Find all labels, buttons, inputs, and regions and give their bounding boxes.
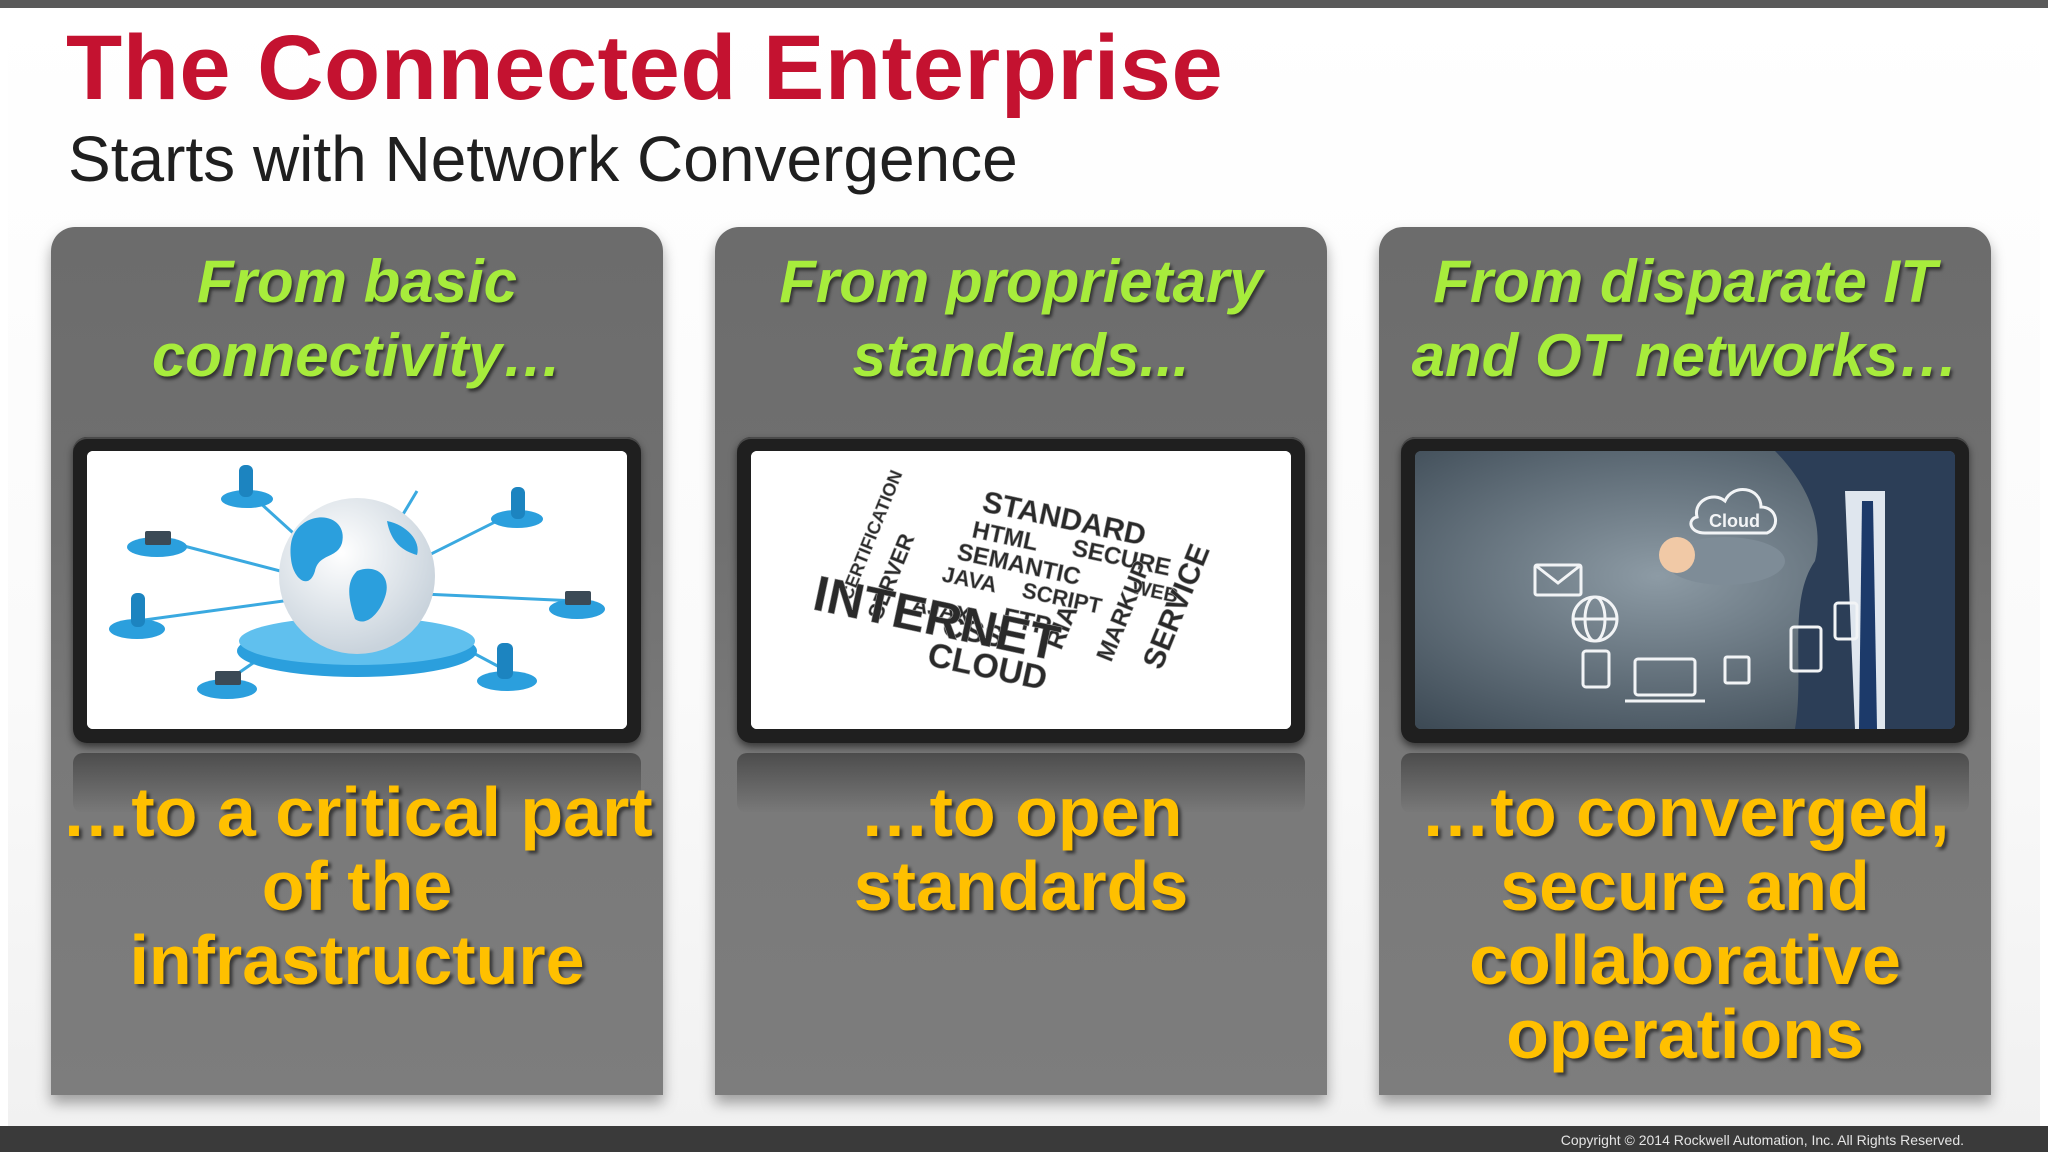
to-line: …to open [859, 773, 1183, 851]
to-line: operations [1506, 995, 1864, 1073]
word-cloud-word: RIA [1039, 600, 1084, 653]
image-reflection [1401, 753, 1969, 813]
copyright-notice: Copyright © 2014 Rockwell Automation, In… [1560, 1132, 1964, 1148]
to-line: …to a critical part [61, 773, 653, 851]
from-line: and OT networks… [1411, 322, 1959, 389]
image-frame: Cloud [1401, 437, 1969, 743]
panel-standards: From proprietary standards... STANDARD H… [715, 227, 1327, 1095]
from-line: From basic [196, 248, 518, 315]
panel-networks: From disparate IT and OT networks… [1379, 227, 1991, 1095]
cloud-business-icon: Cloud [1415, 451, 1955, 729]
panel-connectivity: From basic connectivity… [51, 227, 663, 1095]
panel-to-text: …to converged, secure and collaborative … [1379, 775, 1991, 1071]
image-frame: STANDARD HTML SECURE SEMANTIC WEB JAVA S… [737, 437, 1305, 743]
globe-network-icon [87, 451, 627, 729]
image-reflection [737, 753, 1305, 813]
cloud-label: Cloud [1709, 511, 1760, 531]
from-line: standards... [852, 322, 1190, 389]
from-line: connectivity… [151, 322, 563, 389]
panel-from-text: From proprietary standards... [715, 245, 1327, 393]
to-line: infrastructure [129, 921, 585, 999]
panel-from-text: From basic connectivity… [51, 245, 663, 393]
slide-subtitle: Starts with Network Convergence [68, 123, 1018, 195]
to-line: secure and [1500, 847, 1870, 925]
to-line: …to converged, [1420, 773, 1950, 851]
panel-from-text: From disparate IT and OT networks… [1379, 245, 1991, 393]
to-line: collaborative [1469, 921, 1901, 999]
panel-to-text: …to a critical part of the infrastructur… [51, 775, 663, 997]
slide-title: The Connected Enterprise [66, 17, 1224, 119]
image-reflection [73, 753, 641, 813]
from-line: From disparate IT [1433, 248, 1937, 315]
image-frame [73, 437, 641, 743]
panel-to-text: …to open standards [715, 775, 1327, 923]
to-line: standards [853, 847, 1189, 925]
to-line: of the [261, 847, 453, 925]
from-line: From proprietary [779, 248, 1263, 315]
word-cloud-icon: STANDARD HTML SECURE SEMANTIC WEB JAVA S… [751, 451, 1291, 729]
